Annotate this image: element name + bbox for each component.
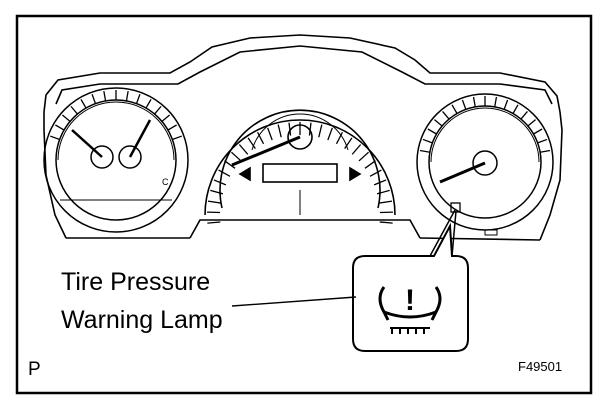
- gauge-tick: [377, 190, 390, 193]
- gauge-tick: [210, 190, 223, 193]
- gauge-tick: [55, 125, 64, 130]
- gauge-tick: [528, 120, 536, 126]
- gauge-tick: [443, 111, 449, 119]
- gauge-tick: [219, 170, 230, 176]
- svg-text:C: C: [162, 177, 169, 187]
- gauge-tick: [278, 125, 281, 138]
- gauge-tick: [538, 139, 547, 142]
- gauge-tick: [379, 201, 392, 203]
- gauge-tick: [239, 145, 247, 155]
- gauge-tick: [231, 152, 241, 161]
- gauge-tick: [207, 222, 220, 223]
- gauge-tick: [462, 100, 465, 109]
- gauge-tick: [81, 99, 86, 108]
- gauge-tick: [328, 128, 333, 140]
- gauge-tick: [92, 94, 95, 103]
- tachometer-gauge: [417, 94, 553, 235]
- gauge-tick: [420, 151, 430, 153]
- warning-lamp-callout: [353, 210, 468, 351]
- gauge-tick: [104, 91, 106, 101]
- gauge-tick: [268, 128, 273, 140]
- gauge-tick: [137, 94, 140, 103]
- callout-leader-line: [232, 297, 356, 306]
- gauge-tick: [146, 99, 151, 108]
- gauge-tick: [380, 222, 393, 223]
- gauge-tick: [319, 125, 322, 138]
- gauge-tick: [62, 115, 70, 121]
- fuel-temp-gauges: C: [44, 88, 188, 232]
- gauge-tick: [521, 111, 527, 119]
- exclamation-mark: !: [405, 284, 415, 317]
- gauge-tick: [495, 97, 497, 107]
- gauge-tick: [474, 97, 476, 107]
- gauge-tick: [504, 100, 507, 109]
- callout-label-line2: Warning Lamp: [61, 308, 223, 333]
- gauge-tick: [359, 152, 369, 161]
- gauge-tick: [365, 161, 376, 169]
- instrument-cluster: [44, 35, 562, 240]
- gauge-tick: [533, 129, 542, 134]
- gauge-tick: [434, 120, 442, 126]
- gauge-tick: [155, 106, 161, 114]
- gauge-tick: [208, 201, 221, 203]
- gauge-tick: [71, 106, 77, 114]
- gauge-tick: [50, 136, 59, 139]
- gauge-tick: [172, 136, 181, 139]
- gauge-tick: [352, 145, 360, 155]
- gauge-tick: [162, 115, 170, 121]
- gauge-tick: [513, 105, 518, 114]
- page-corner-mark: P: [28, 359, 41, 381]
- gauge-tick: [428, 129, 437, 134]
- gauge-tick: [126, 91, 128, 101]
- figure-code: F49501: [518, 359, 562, 374]
- gauge-tick: [423, 139, 432, 142]
- gauge-tick: [370, 170, 381, 176]
- gauge-tick: [452, 105, 457, 114]
- callout-label-line1: Tire Pressure: [61, 270, 210, 295]
- gauge-tick: [540, 151, 550, 153]
- gauge-tick: [168, 125, 177, 130]
